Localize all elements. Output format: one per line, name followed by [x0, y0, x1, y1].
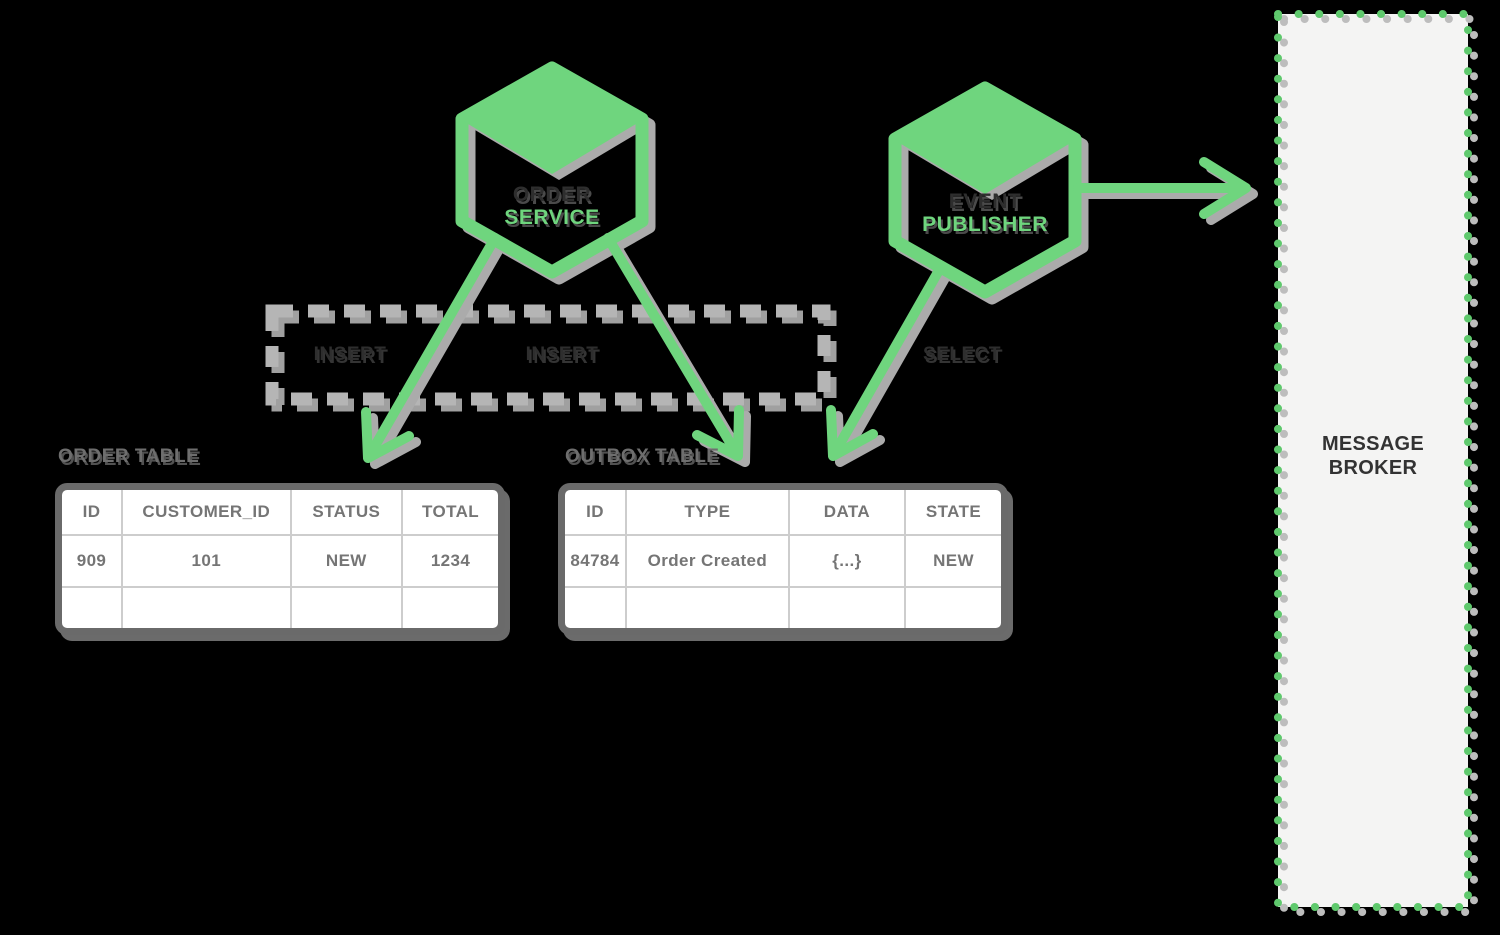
table-cell	[292, 588, 404, 628]
table-cell: {...}	[789, 536, 907, 588]
column-header: DATA	[789, 490, 907, 536]
table-cell	[62, 588, 124, 628]
table-cell: Order Created	[627, 536, 790, 588]
outbox-table-title: OUTBOX TABLE	[565, 446, 720, 467]
table-cell	[627, 588, 790, 628]
event-publisher-label: EVENT PUBLISHER	[885, 190, 1085, 236]
table-cell: NEW	[906, 536, 1001, 588]
column-header: ID	[565, 490, 627, 536]
column-header: STATE	[906, 490, 1001, 536]
event-publisher-name-top: EVENT	[948, 190, 1022, 213]
column-header: ID	[62, 490, 124, 536]
insert-outbox-label: INSERT	[525, 344, 599, 365]
insert-order-label: INSERT	[313, 344, 387, 365]
message-broker-label: MESSAGE BROKER	[1282, 432, 1464, 480]
table-cell	[123, 588, 292, 628]
order-table-title: ORDER TABLE	[58, 446, 200, 467]
column-header: TOTAL	[403, 490, 498, 536]
table-cell	[403, 588, 498, 628]
read-outbox-label: SELECT	[923, 344, 1001, 365]
table-cell: 101	[123, 536, 292, 588]
table-cell	[790, 588, 907, 628]
message-broker-label-line1: MESSAGE	[1321, 433, 1425, 455]
column-header: STATUS	[291, 490, 404, 536]
table-cell: NEW	[291, 536, 404, 588]
order-service-name-bottom: SERVICE	[504, 206, 600, 229]
table-cell	[906, 588, 1001, 628]
table-cell: 84784	[565, 536, 627, 588]
column-header: TYPE	[627, 490, 790, 536]
event-publisher-name-bottom: PUBLISHER	[922, 213, 1048, 236]
order-service-name-top: ORDER	[512, 183, 592, 206]
table-cell	[565, 588, 627, 628]
table-cell: 909	[62, 536, 124, 588]
table-cell: 1234	[403, 536, 498, 588]
column-header: CUSTOMER_ID	[123, 490, 292, 536]
message-broker-label-line2: BROKER	[1328, 457, 1418, 479]
message-broker-panel	[1278, 14, 1468, 907]
order-service-label: ORDER SERVICE	[452, 183, 652, 229]
